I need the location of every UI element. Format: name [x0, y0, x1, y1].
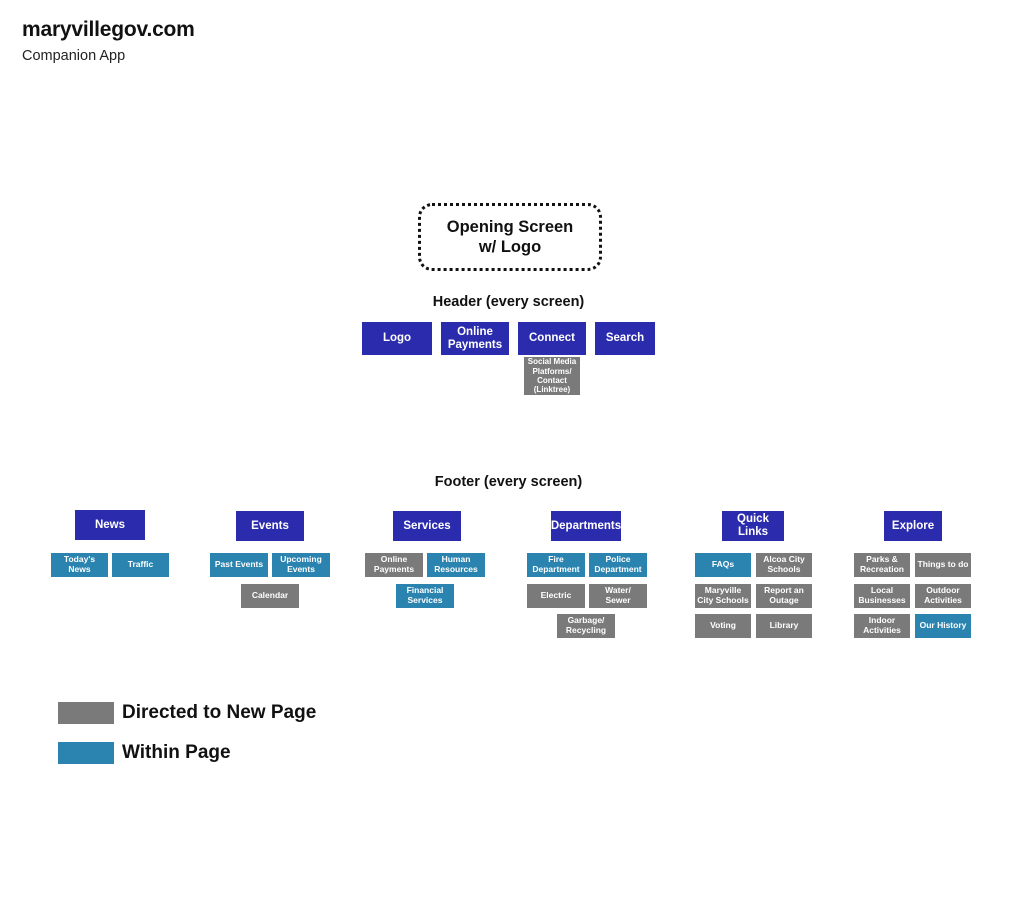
footer-explore-item-indoor-activities[interactable]: Indoor Activities [854, 614, 910, 638]
header-node-online-payments[interactable]: Online Payments [441, 322, 509, 355]
node-label: Online Payments [373, 554, 415, 574]
node-label: Social Media Platforms/ Contact (Linktre… [527, 357, 577, 395]
footer-section-caption: Footer (every screen) [434, 474, 583, 490]
node-label: Water/ Sewer [605, 585, 631, 605]
node-label: Human Resources [434, 554, 478, 574]
node-label: Quick Links [737, 513, 769, 538]
page-title: maryvillegov.com [22, 18, 195, 41]
header-node-search[interactable]: Search [595, 322, 655, 355]
footer-departments-item-electric[interactable]: Electric [527, 584, 585, 608]
node-label: Voting [710, 620, 736, 631]
node-label: Outdoor Activities [924, 585, 962, 605]
legend-item-within-page: Within Page [58, 742, 231, 764]
footer-services-item-human-resources[interactable]: Human Resources [427, 553, 485, 577]
page-subtitle: Companion App [22, 48, 126, 65]
footer-explore-item-parks-recreation[interactable]: Parks & Recreation [854, 553, 910, 577]
node-label: Alcoa City Schools [763, 554, 805, 574]
node-label: Events [251, 519, 289, 532]
node-label: Today's News [63, 554, 96, 574]
legend-swatch-gray [58, 702, 114, 724]
footer-events-item-past-events[interactable]: Past Events [210, 553, 268, 577]
footer-explore-item-our-history[interactable]: Our History [915, 614, 971, 638]
node-label: Garbage/ Recycling [565, 615, 607, 635]
footer-explore-heading-explore[interactable]: Explore [884, 511, 942, 541]
opening-screen-node: Opening Screen w/ Logo [418, 203, 602, 271]
node-label: Parks & Recreation [860, 554, 904, 574]
node-label: Police Department [594, 554, 642, 574]
header-section-caption: Header (every screen) [432, 294, 585, 310]
footer-quick-links-item-voting[interactable]: Voting [695, 614, 751, 638]
legend-item-directed-to-new-page: Directed to New Page [58, 702, 316, 724]
footer-quick-links-item-alcoa-city-schools[interactable]: Alcoa City Schools [756, 553, 812, 577]
node-label: Past Events [214, 559, 264, 570]
footer-quick-links-item-maryville-city-schools[interactable]: Maryville City Schools [695, 584, 751, 608]
node-label: Connect [529, 332, 575, 345]
footer-quick-links-heading-quick-links[interactable]: Quick Links [722, 511, 784, 541]
title-block: maryvillegov.com Companion App [22, 18, 195, 65]
opening-screen-label: Opening Screen w/ Logo [446, 217, 574, 256]
node-label: Explore [891, 519, 935, 532]
node-label: Online Payments [447, 325, 503, 351]
header-node-logo[interactable]: Logo [362, 322, 432, 355]
footer-news-item-traffic[interactable]: Traffic [112, 553, 169, 577]
footer-events-heading-events[interactable]: Events [236, 511, 304, 541]
footer-quick-links-item-faqs[interactable]: FAQs [695, 553, 751, 577]
node-label: Calendar [251, 590, 289, 601]
footer-explore-item-local-businesses[interactable]: Local Businesses [854, 584, 910, 608]
node-label: Upcoming Events [280, 554, 322, 574]
node-label: Search [605, 332, 645, 345]
footer-departments-item-police-department[interactable]: Police Department [589, 553, 647, 577]
header-subnode-social-media-platforms-contact-linktree[interactable]: Social Media Platforms/ Contact (Linktre… [524, 357, 580, 395]
footer-services-heading-services[interactable]: Services [393, 511, 461, 541]
node-label: Things to do [917, 559, 969, 570]
footer-events-item-calendar[interactable]: Calendar [241, 584, 299, 608]
node-label: News [94, 518, 126, 531]
footer-departments-item-garbage-recycling[interactable]: Garbage/ Recycling [557, 614, 615, 638]
footer-news-heading-news[interactable]: News [75, 510, 145, 540]
footer-news-item-today-s-news[interactable]: Today's News [51, 553, 108, 577]
footer-departments-item-water-sewer[interactable]: Water/ Sewer [589, 584, 647, 608]
legend-label-1: Within Page [122, 742, 231, 763]
footer-departments-heading-departments[interactable]: Departments [551, 511, 621, 541]
node-label: Electric [540, 590, 572, 601]
node-label: Traffic [127, 559, 154, 570]
footer-departments-item-fire-department[interactable]: Fire Department [527, 553, 585, 577]
node-label: Indoor Activities [863, 615, 901, 635]
legend-label-0: Directed to New Page [122, 702, 317, 723]
node-label: Logo [382, 332, 412, 345]
node-label: Local Businesses [858, 585, 906, 605]
node-label: Departments [550, 519, 622, 532]
node-label: Financial Services [406, 585, 444, 605]
legend-swatch-teal [58, 742, 114, 764]
footer-quick-links-item-library[interactable]: Library [756, 614, 812, 638]
footer-events-item-upcoming-events[interactable]: Upcoming Events [272, 553, 330, 577]
node-label: Library [769, 620, 799, 631]
node-label: Maryville City Schools [697, 585, 749, 605]
node-label: Our History [919, 620, 967, 631]
footer-quick-links-item-report-an-outage[interactable]: Report an Outage [756, 584, 812, 608]
node-label: Report an Outage [764, 585, 804, 605]
node-label: Fire Department [532, 554, 580, 574]
footer-services-item-online-payments[interactable]: Online Payments [365, 553, 423, 577]
header-node-connect[interactable]: Connect [518, 322, 586, 355]
node-label: Services [403, 519, 451, 532]
footer-explore-item-outdoor-activities[interactable]: Outdoor Activities [915, 584, 971, 608]
node-label: FAQs [711, 559, 735, 570]
footer-explore-item-things-to-do[interactable]: Things to do [915, 553, 971, 577]
footer-services-item-financial-services[interactable]: Financial Services [396, 584, 454, 608]
